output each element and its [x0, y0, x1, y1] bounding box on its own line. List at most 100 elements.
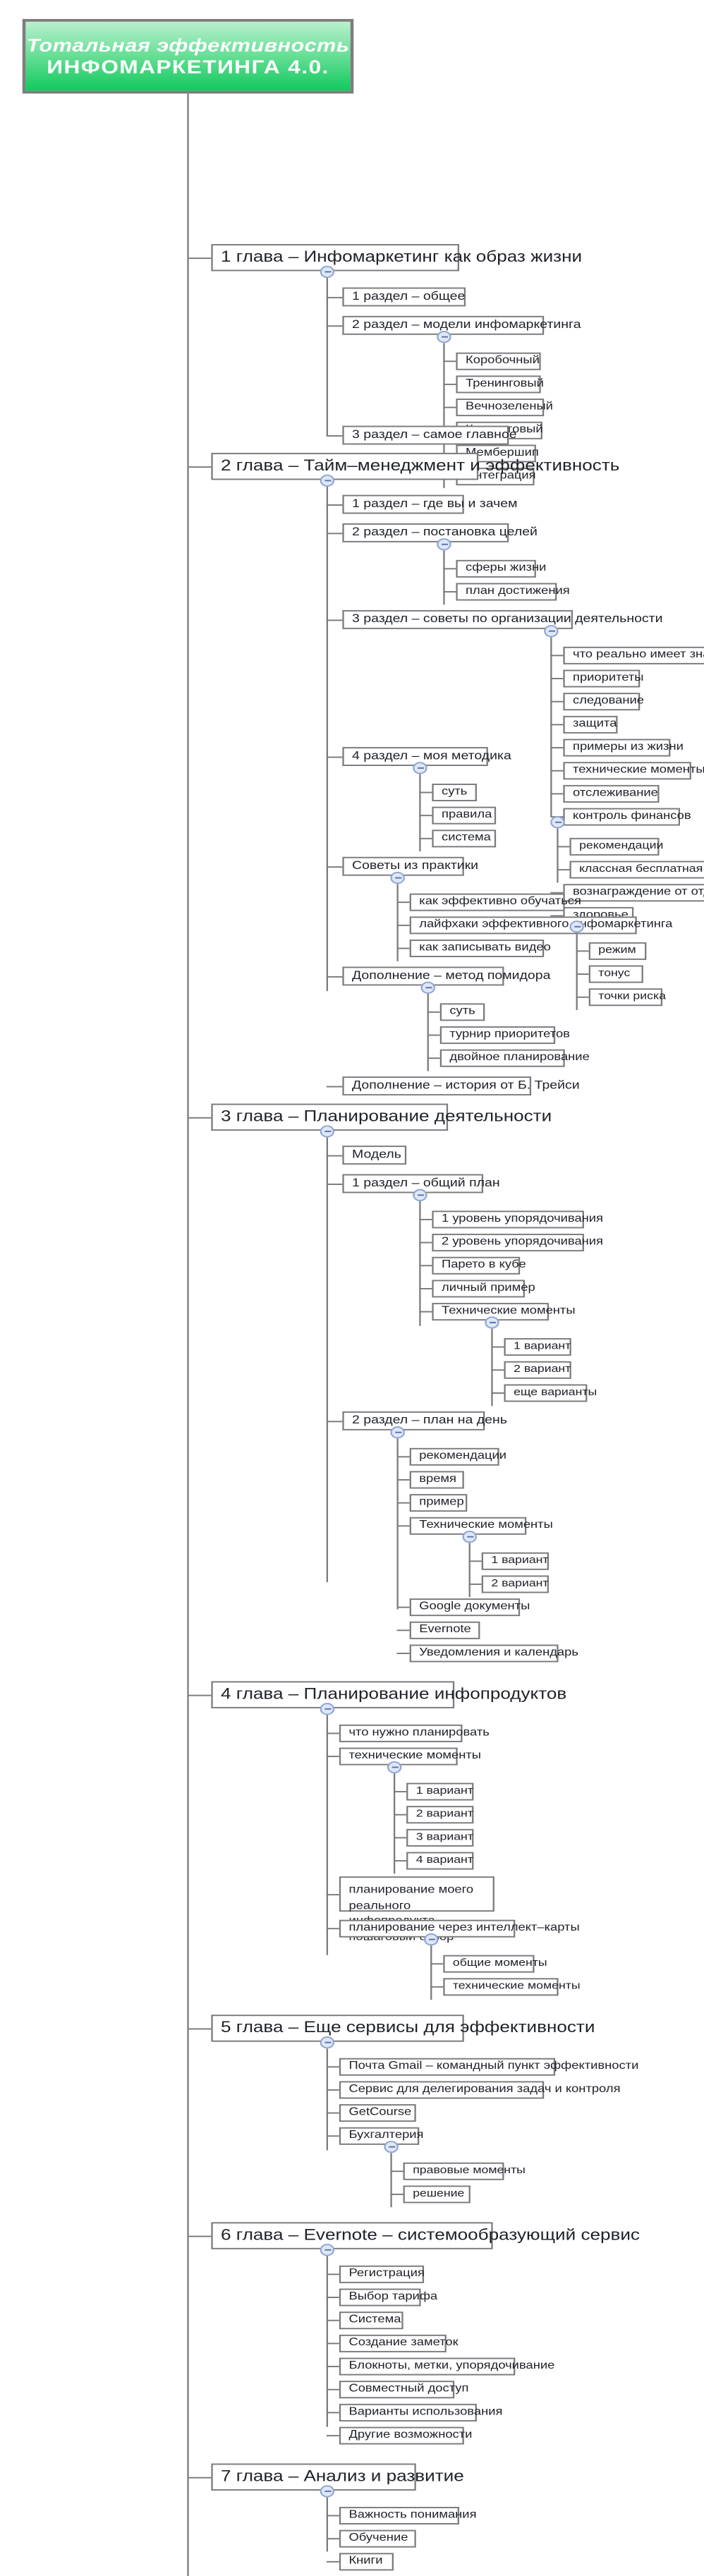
- collapse-toggle-ch2[interactable]: [320, 474, 335, 487]
- ch1-section-3[interactable]: 3 раздел – самое главное: [342, 425, 517, 445]
- ch3-personal-example[interactable]: личный пример: [432, 1280, 535, 1298]
- ch6-tariff-choice[interactable]: Выбор тарифа: [339, 2288, 437, 2307]
- ch2-priority-tournament[interactable]: турнир приоритетов: [439, 1026, 570, 1045]
- ch3-section-1[interactable]: 1 раздел – общий план: [342, 1174, 500, 1193]
- collapse-toggle-ch4-b[interactable]: [387, 1761, 402, 1774]
- ch2-life-examples[interactable]: примеры из жизни: [563, 739, 684, 757]
- ch6-usage-options[interactable]: Варианты использования: [339, 2403, 502, 2422]
- ch3-technical-moments-1[interactable]: Технические моменты: [432, 1303, 576, 1321]
- ch2-finance-recommendations[interactable]: рекомендации: [569, 837, 663, 855]
- ch7-learning[interactable]: Обучение: [339, 2529, 416, 2548]
- collapse-toggle-ch6[interactable]: [320, 2244, 335, 2256]
- ch4-variant-4[interactable]: 4 вариант: [406, 1852, 474, 1869]
- ch5-delegation-service[interactable]: Сервис для делегирования задач и контрол…: [339, 2081, 621, 2099]
- ch3-ordering-level-1[interactable]: 1 уровень упорядочивания: [432, 1210, 603, 1229]
- ch5-getcourse[interactable]: GetCourse: [339, 2104, 416, 2122]
- ch5-accounting[interactable]: Бухгалтерия: [339, 2127, 424, 2145]
- ch3-day-example[interactable]: пример: [409, 1494, 468, 1512]
- ch6-registration[interactable]: Регистрация: [339, 2265, 425, 2283]
- ch2-health-tonus[interactable]: тонус: [588, 965, 643, 983]
- ch3-day-variant-2[interactable]: 2 вариант: [481, 1575, 549, 1593]
- chapter-2-node[interactable]: 2 глава – Тайм–менеджмент и эффективност…: [211, 452, 619, 480]
- ch2-achievement-plan[interactable]: план достижения: [456, 583, 570, 601]
- collapse-toggle-ch2-s3-h[interactable]: [550, 816, 565, 829]
- ch2-section-2[interactable]: 2 раздел – постановка целей: [342, 523, 538, 542]
- collapse-toggle-ch4-d[interactable]: [424, 1933, 439, 1946]
- ch3-day-variant-1[interactable]: 1 вариант: [481, 1552, 549, 1569]
- ch4-what-to-plan[interactable]: что нужно планировать: [339, 1724, 490, 1742]
- ch7-importance-of-understanding[interactable]: Важность понимания: [339, 2506, 477, 2525]
- ch2-section-3[interactable]: 3 раздел – советы по организации деятель…: [342, 609, 663, 629]
- ch2-practice-tips[interactable]: Советы из практики: [342, 856, 478, 876]
- ch2-how-to-record-video[interactable]: как записывать видео: [409, 940, 551, 958]
- ch2-tracy-story[interactable]: Дополнение – история от Б. Трейси: [342, 1076, 580, 1096]
- ch1-model-korobochny[interactable]: Коробочный: [456, 352, 541, 370]
- ch2-double-planning[interactable]: двойное планирование: [439, 1049, 590, 1067]
- ch1-model-vechnozeleny[interactable]: Вечнозеленый: [456, 399, 553, 417]
- ch2-finance-free-program[interactable]: классная бесплатная программа: [569, 861, 704, 878]
- ch2-health-risk-points[interactable]: точки риска: [588, 988, 666, 1006]
- ch5-gmail[interactable]: Почта Gmail – командный пункт эффективно…: [339, 2058, 638, 2076]
- chapter-1-node[interactable]: 1 глава – Инфомаркетинг как образ жизни: [211, 243, 582, 272]
- ch2-pomodoro-addition[interactable]: Дополнение – метод помидора: [342, 966, 550, 986]
- ch3-evernote[interactable]: Evernote: [409, 1621, 480, 1639]
- ch1-section-1[interactable]: 1 раздел – общее: [342, 287, 466, 307]
- ch2-pomodoro-essence[interactable]: суть: [439, 1003, 485, 1021]
- ch3-section-2[interactable]: 2 раздел – план на день: [342, 1411, 507, 1430]
- ch1-model-treningovy[interactable]: Тренинговый: [456, 375, 544, 394]
- collapse-toggle-ch2-s6[interactable]: [420, 981, 435, 994]
- collapse-toggle-ch2-s2[interactable]: [437, 538, 451, 551]
- chapter-7-node[interactable]: 7 глава – Анализ и развитие: [211, 2463, 464, 2491]
- collapse-toggle-ch2-s4[interactable]: [413, 762, 427, 774]
- ch3-more-variants[interactable]: еще варианты: [504, 1384, 597, 1402]
- ch6-shared-access[interactable]: Совместный доступ: [339, 2381, 468, 2399]
- ch3-google-docs[interactable]: Google документы: [409, 1598, 530, 1617]
- ch4-general-moments[interactable]: общие моменты: [443, 1955, 547, 1972]
- collapse-toggle-ch3-s1-e[interactable]: [485, 1316, 499, 1329]
- ch6-system[interactable]: Система: [339, 2311, 403, 2330]
- chapter-4-node[interactable]: 4 глава – Планирование инфопродуктов: [211, 1681, 566, 1708]
- chapter-6-node[interactable]: 6 глава – Evernote – системообразующий с…: [211, 2222, 640, 2249]
- ch3-variant-1[interactable]: 1 вариант: [504, 1338, 571, 1356]
- ch2-health-regime[interactable]: режим: [588, 942, 647, 959]
- collapse-toggle-ch2-s5[interactable]: [390, 871, 405, 885]
- ch3-notifications-calendar[interactable]: Уведомления и календарь: [409, 1644, 578, 1663]
- ch2-lifehacks[interactable]: лайфхаки эффективного инфомаркетинга: [409, 916, 672, 935]
- ch2-method-essence[interactable]: суть: [432, 783, 477, 801]
- ch2-protection[interactable]: защита: [563, 715, 618, 734]
- ch3-model[interactable]: Модель: [342, 1146, 407, 1165]
- collapse-toggle-ch3-s1[interactable]: [413, 1189, 427, 1201]
- root-title-node[interactable]: Тотальная эффективность ИНФОМАРКЕТИНГА 4…: [22, 18, 354, 94]
- ch3-variant-2[interactable]: 2 вариант: [504, 1361, 571, 1378]
- ch3-day-recommendations[interactable]: рекомендации: [409, 1447, 506, 1466]
- ch2-reward-from-rest[interactable]: вознаграждение от отдых: [563, 884, 704, 902]
- ch4-variant-1[interactable]: 1 вариант: [406, 1782, 474, 1800]
- ch5-solution[interactable]: решение: [403, 2185, 471, 2203]
- collapse-toggle-ch3[interactable]: [320, 1125, 335, 1138]
- ch2-how-to-learn[interactable]: как эффективно обучаться: [409, 893, 581, 911]
- collapse-toggle-ch7[interactable]: [320, 2485, 335, 2498]
- ch5-legal-moments[interactable]: правовые моменты: [403, 2162, 526, 2180]
- ch2-tracking[interactable]: отслеживание: [563, 784, 660, 803]
- ch4-variant-2[interactable]: 2 вариант: [406, 1806, 474, 1823]
- ch2-method-rules[interactable]: правила: [432, 806, 497, 825]
- collapse-toggle-ch5-d[interactable]: [384, 2141, 399, 2153]
- ch4-variant-3[interactable]: 3 вариант: [406, 1828, 474, 1846]
- collapse-toggle-ch3-s2-d[interactable]: [462, 1531, 477, 1543]
- ch4-real-infoproduct-plan[interactable]: планирование моего реального инфопродукт…: [339, 1876, 494, 1943]
- ch3-ordering-level-2[interactable]: 2 уровень упорядочивания: [432, 1234, 603, 1252]
- ch7-books[interactable]: Книги: [339, 2553, 394, 2571]
- collapse-toggle-ch4[interactable]: [320, 1703, 335, 1715]
- ch2-what-really-matters[interactable]: что реально имеет значение: [563, 646, 704, 664]
- ch6-other-features[interactable]: Другие возможности: [339, 2426, 472, 2445]
- ch2-section-1[interactable]: 1 раздел – где вы и зачем: [342, 494, 518, 514]
- ch2-finance-control[interactable]: контроль финансов: [563, 808, 691, 826]
- ch2-technical-moments[interactable]: технические моменты: [563, 762, 704, 780]
- ch2-spheres-of-life[interactable]: сферы жизни: [456, 559, 546, 578]
- collapse-toggle-ch5[interactable]: [320, 2036, 335, 2049]
- ch2-method-system[interactable]: система: [432, 830, 497, 848]
- ch2-priorities[interactable]: приоритеты: [563, 669, 644, 688]
- ch4-technical-moments-2[interactable]: технические моменты: [443, 1978, 581, 1995]
- collapse-toggle-ch1[interactable]: [320, 265, 335, 279]
- chapter-5-node[interactable]: 5 глава – Еще сервисы для эффективности: [211, 2015, 595, 2042]
